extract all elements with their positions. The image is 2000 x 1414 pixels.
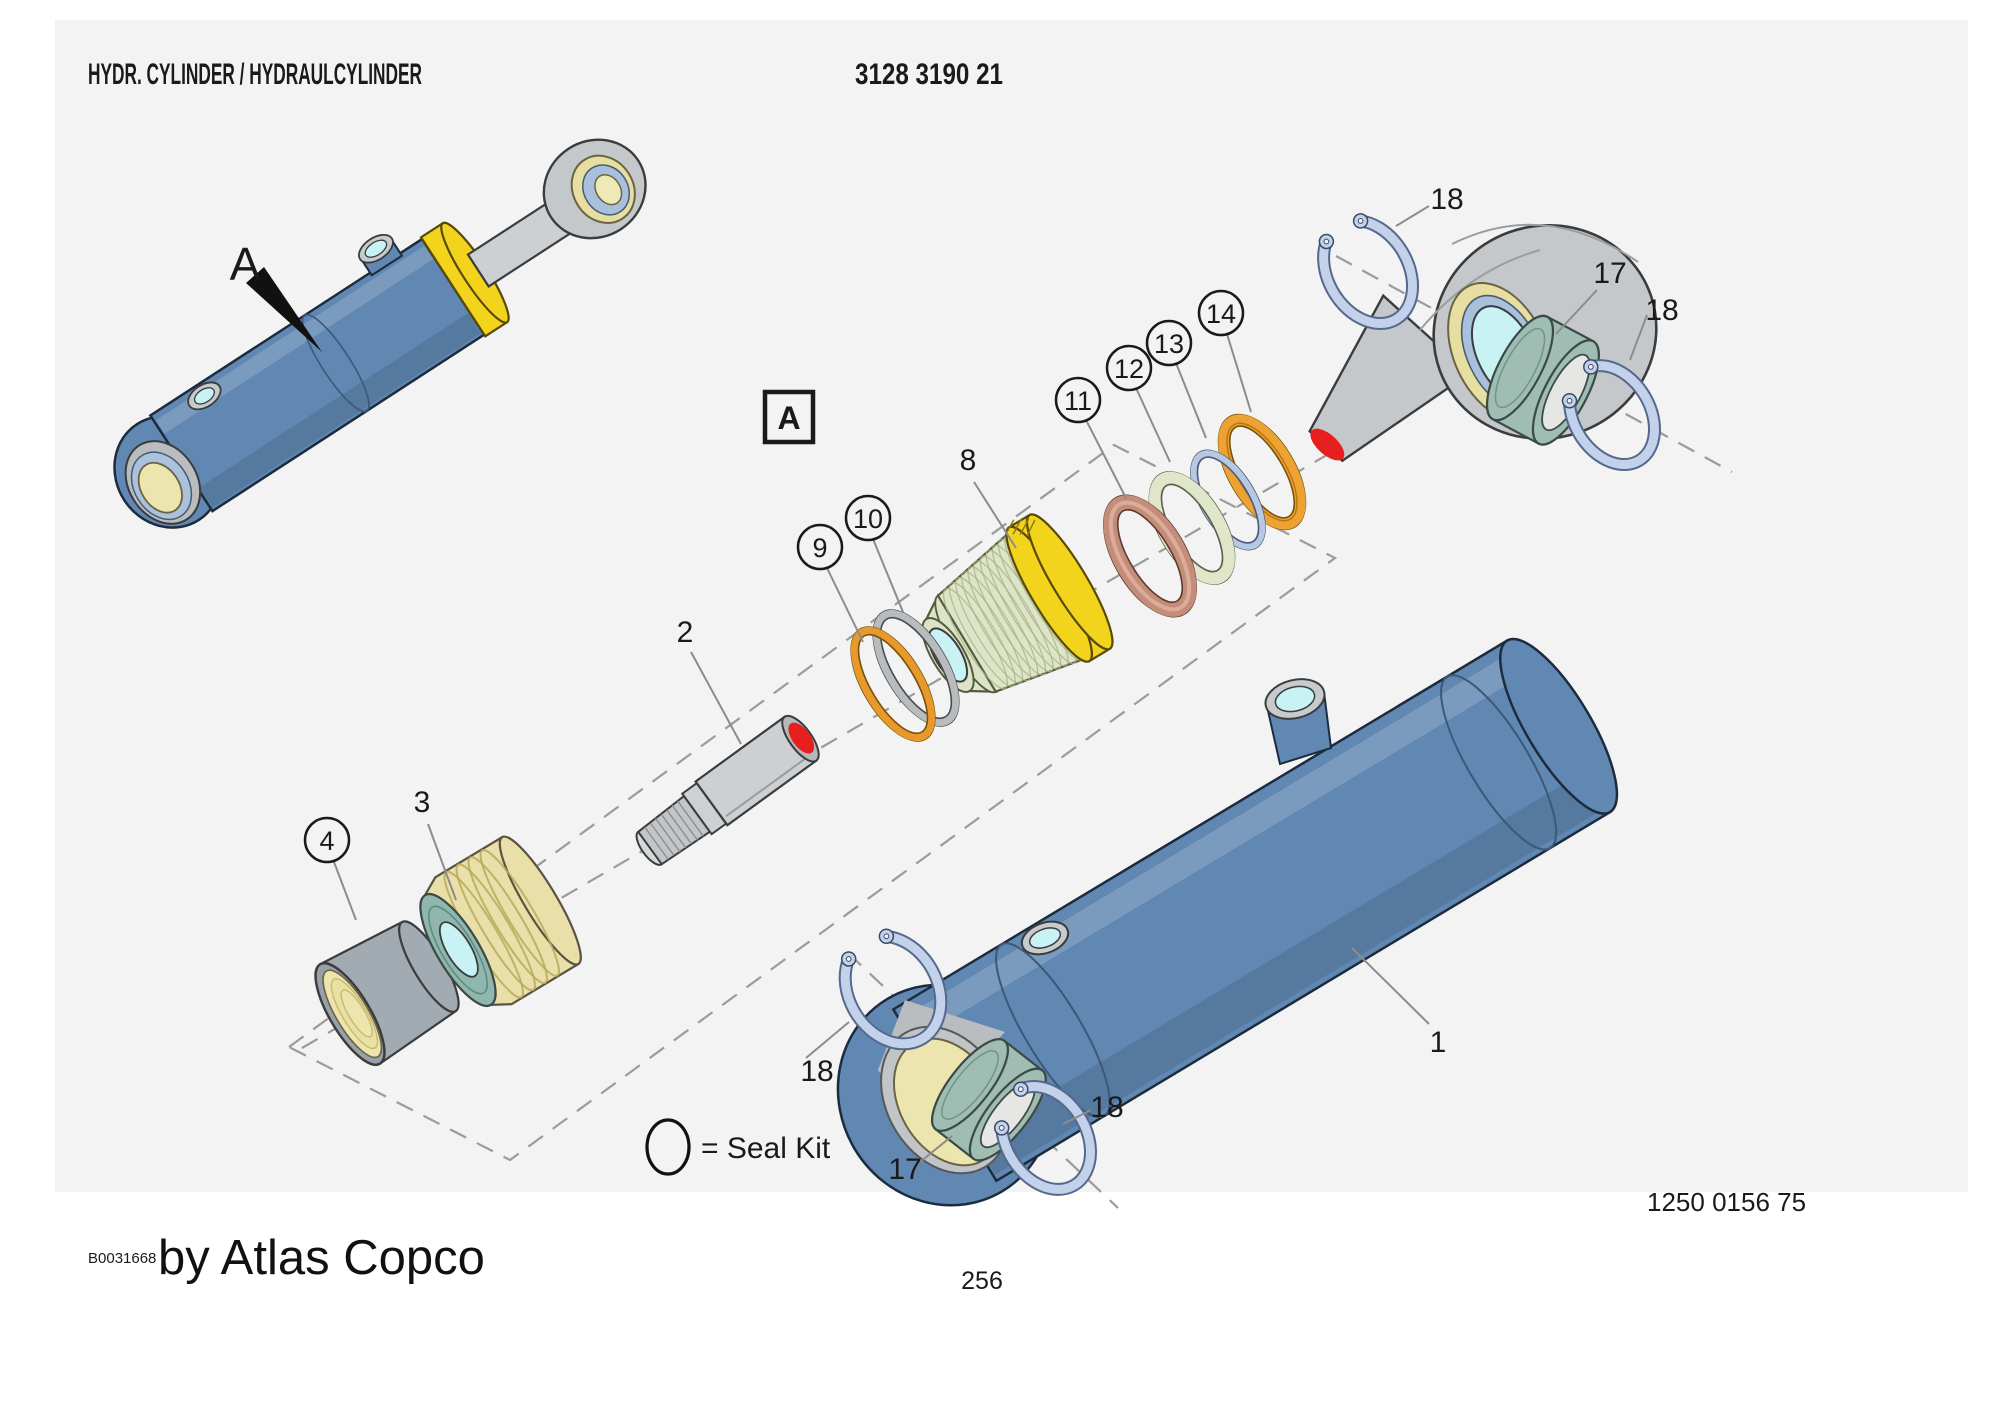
part-snap-ring-bottom-left bbox=[838, 928, 948, 1051]
part-snap-ring-top-right bbox=[1561, 359, 1661, 471]
part-o-ring-9 bbox=[850, 626, 936, 742]
brand-text: by Atlas Copco bbox=[158, 1231, 485, 1285]
part-seal-ring-14 bbox=[1217, 413, 1307, 531]
detail-box-a-label: A bbox=[777, 400, 800, 436]
part-piston bbox=[419, 835, 582, 1008]
cylinder-port-boss bbox=[1264, 678, 1333, 766]
rod-end-red-marker bbox=[1310, 428, 1345, 461]
callout-part-2: 2 bbox=[677, 616, 694, 649]
callout-part-11: 11 bbox=[1054, 376, 1102, 424]
callout-part-3: 3 bbox=[414, 786, 431, 819]
callout-part-4: 4 bbox=[303, 816, 351, 864]
cylinder-side-port bbox=[1020, 920, 1070, 956]
leader-lines bbox=[333, 205, 1648, 1163]
part-guide-cup bbox=[314, 920, 460, 1066]
callout-part-14: 14 bbox=[1197, 289, 1245, 337]
callout-part-18-top-right: 18 bbox=[1645, 294, 1678, 327]
svg-text:10: 10 bbox=[853, 504, 883, 534]
page-number: 256 bbox=[961, 1267, 1003, 1295]
image-code: B0031668 bbox=[88, 1250, 156, 1267]
document-number: 3128 3190 21 bbox=[855, 58, 1003, 91]
callout-part-17-top: 17 bbox=[1593, 257, 1626, 290]
callout-part-18-bottom-left: 18 bbox=[800, 1055, 833, 1088]
drawing-number: 1250 0156 75 bbox=[1647, 1187, 1806, 1217]
assembled-cylinder-view: A bbox=[113, 138, 647, 529]
callout-part-10: 10 bbox=[844, 494, 892, 542]
part-seal-ring-11 bbox=[1102, 494, 1198, 618]
callout-part-12: 12 bbox=[1105, 344, 1153, 392]
callout-part-17-bottom: 17 bbox=[888, 1153, 921, 1186]
rod-red-marker bbox=[788, 722, 815, 754]
part-piston-rod bbox=[635, 714, 820, 866]
part-snap-ring-bottom-right bbox=[993, 1080, 1097, 1196]
callout-part-18-bottom-right: 18 bbox=[1090, 1091, 1123, 1124]
svg-text:12: 12 bbox=[1114, 354, 1144, 384]
view-a-label: A bbox=[230, 238, 261, 290]
svg-text:4: 4 bbox=[319, 826, 334, 856]
part-backup-ring-10 bbox=[872, 609, 960, 727]
page-title: HYDR. CYLINDER / HYDRAULCYLINDER bbox=[88, 58, 422, 91]
detail-box-a: A bbox=[762, 389, 816, 445]
svg-text:14: 14 bbox=[1206, 299, 1236, 329]
callout-part-18-top: 18 bbox=[1430, 183, 1463, 216]
callout-part-8: 8 bbox=[960, 444, 977, 477]
part-cylinder-head bbox=[921, 513, 1114, 694]
part-rod-end-bushing bbox=[1485, 314, 1600, 446]
seal-kit-label: = Seal Kit bbox=[701, 1132, 831, 1165]
view-a-arrow bbox=[246, 267, 322, 352]
seal-kit-boundary-dashed bbox=[286, 443, 1338, 1162]
callout-part-9: 9 bbox=[796, 523, 844, 571]
callout-part-13: 13 bbox=[1145, 319, 1193, 367]
seal-kit-circle-icon bbox=[645, 1118, 691, 1176]
part-snap-ring-top-left bbox=[1317, 213, 1420, 330]
svg-text:11: 11 bbox=[1064, 386, 1092, 416]
callout-part-1: 1 bbox=[1430, 1026, 1447, 1059]
main-axis-dashed bbox=[301, 451, 1333, 1049]
seal-kit-legend: = Seal Kit bbox=[645, 1118, 831, 1176]
svg-text:13: 13 bbox=[1154, 329, 1184, 359]
callout-labels: 1 2 3 8 17 18 18 18 17 18 4 9 10 11 12 bbox=[303, 183, 1679, 1186]
svg-text:9: 9 bbox=[812, 533, 827, 563]
